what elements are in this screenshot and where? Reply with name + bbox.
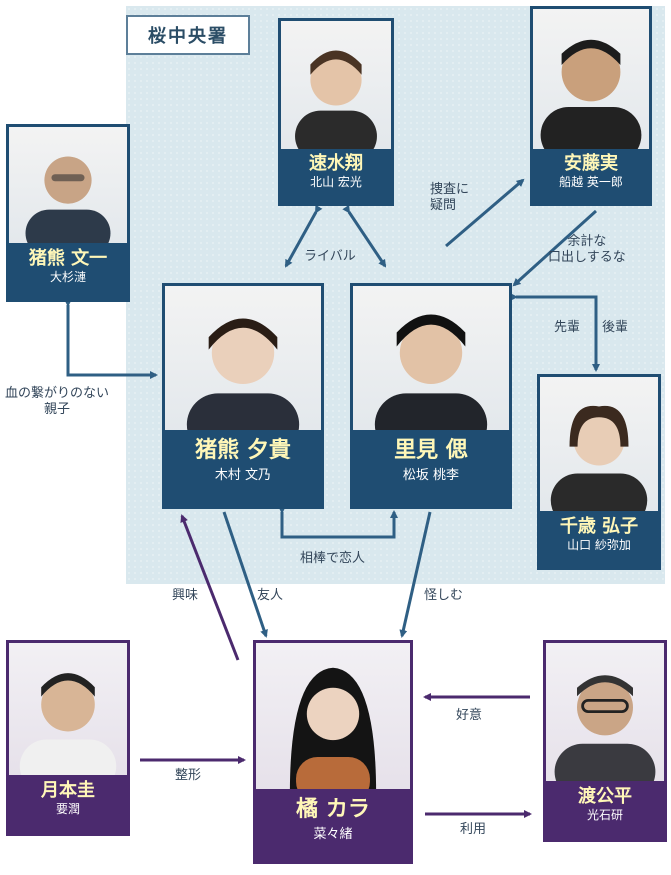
arrow-partner (278, 506, 398, 539)
relation-label-line: 余計な (567, 234, 607, 249)
relation-label-junior: 後輩 (602, 320, 629, 335)
arrow-meddle (512, 209, 598, 287)
relation-label-use: 利用 (460, 822, 487, 837)
character-role-name: 速水翔 (309, 153, 363, 174)
actor-name: 要潤 (55, 801, 80, 816)
relation-label-suspect: 怪しむ (424, 588, 464, 603)
relation-label-senior: 先輩 (554, 320, 581, 335)
relation-label-goodwill: 好意 (456, 708, 483, 723)
relation-label-family: 血の繋がりのない 親子 (5, 386, 109, 419)
character-card-inokuma-yuki: 猪熊 夕貴木村 文乃 (162, 283, 324, 509)
portrait-image (533, 9, 649, 149)
character-card-watari: 渡公平光石研 (543, 640, 667, 842)
character-card-tachibana: 橘 カラ菜々緒 (253, 640, 413, 864)
arrow-senior-junior (510, 293, 600, 372)
character-role-name: 橘 カラ (296, 797, 370, 822)
character-role-name: 猪熊 夕貴 (195, 438, 291, 463)
arrow-rival-2 (342, 204, 387, 268)
character-card-chitose: 千歳 弘子山口 紗弥加 (537, 374, 661, 570)
arrow-friend (222, 511, 268, 638)
organization-label: 桜中央署 (126, 15, 250, 55)
character-role-name: 月本圭 (41, 780, 95, 801)
character-role-name: 渡公平 (578, 786, 632, 807)
character-card-satomi: 里見 偲松坂 桃李 (350, 283, 512, 509)
relation-label-rival: ライバル (304, 249, 356, 264)
arrow-rival (284, 204, 323, 268)
actor-name: 大杉漣 (49, 269, 86, 284)
relation-label-line: 血の繋がりのない (5, 386, 110, 401)
character-role-name: 里見 偲 (394, 438, 468, 463)
character-role-name: 千歳 弘子 (559, 516, 639, 537)
relation-label-meddle: 余計な 口出しするな (548, 234, 626, 267)
actor-name: 木村 文乃 (214, 468, 272, 484)
portrait-image (256, 643, 410, 791)
actor-name: 山口 紗弥加 (567, 537, 631, 552)
relation-label-friend: 友人 (257, 588, 284, 603)
relation-label-line: 捜査に (430, 182, 470, 197)
actor-name: 菜々緒 (313, 827, 353, 843)
relation-label-partner: 相棒で恋人 (300, 551, 366, 566)
relation-label-line: 親子 (44, 402, 71, 418)
character-role-name: 安藤実 (564, 153, 618, 174)
arrow-interest (180, 514, 240, 661)
portrait-image (281, 21, 391, 149)
character-card-inokuma-bunichi: 猪熊 文一大杉漣 (6, 124, 130, 302)
arrow-suspect (399, 511, 432, 638)
portrait-image (540, 377, 658, 511)
portrait-image (165, 286, 321, 432)
character-role-name: 猪熊 文一 (28, 248, 108, 269)
relation-label-doubt: 捜査に 疑問 (430, 182, 469, 215)
portrait-image (546, 643, 664, 783)
arrow-doubt (445, 178, 525, 248)
portrait-image (353, 286, 509, 432)
character-card-hayami: 速水翔北山 宏光 (278, 18, 394, 206)
actor-name: 北山 宏光 (310, 174, 362, 189)
portrait-image (9, 643, 127, 777)
relation-label-surgery: 整形 (175, 768, 202, 783)
actor-name: 松坂 桃李 (402, 468, 460, 484)
relation-label-line: 疑問 (430, 198, 457, 214)
arrow-family (64, 299, 158, 379)
actor-name: 光石研 (586, 807, 623, 822)
actor-name: 船越 英一郎 (559, 174, 623, 189)
character-card-tsukimoto: 月本圭要潤 (6, 640, 130, 836)
relation-label-interest: 興味 (172, 588, 199, 603)
character-card-ando: 安藤実船越 英一郎 (530, 6, 652, 206)
portrait-image (9, 127, 127, 245)
relation-label-line: 口出しするな (548, 250, 626, 266)
